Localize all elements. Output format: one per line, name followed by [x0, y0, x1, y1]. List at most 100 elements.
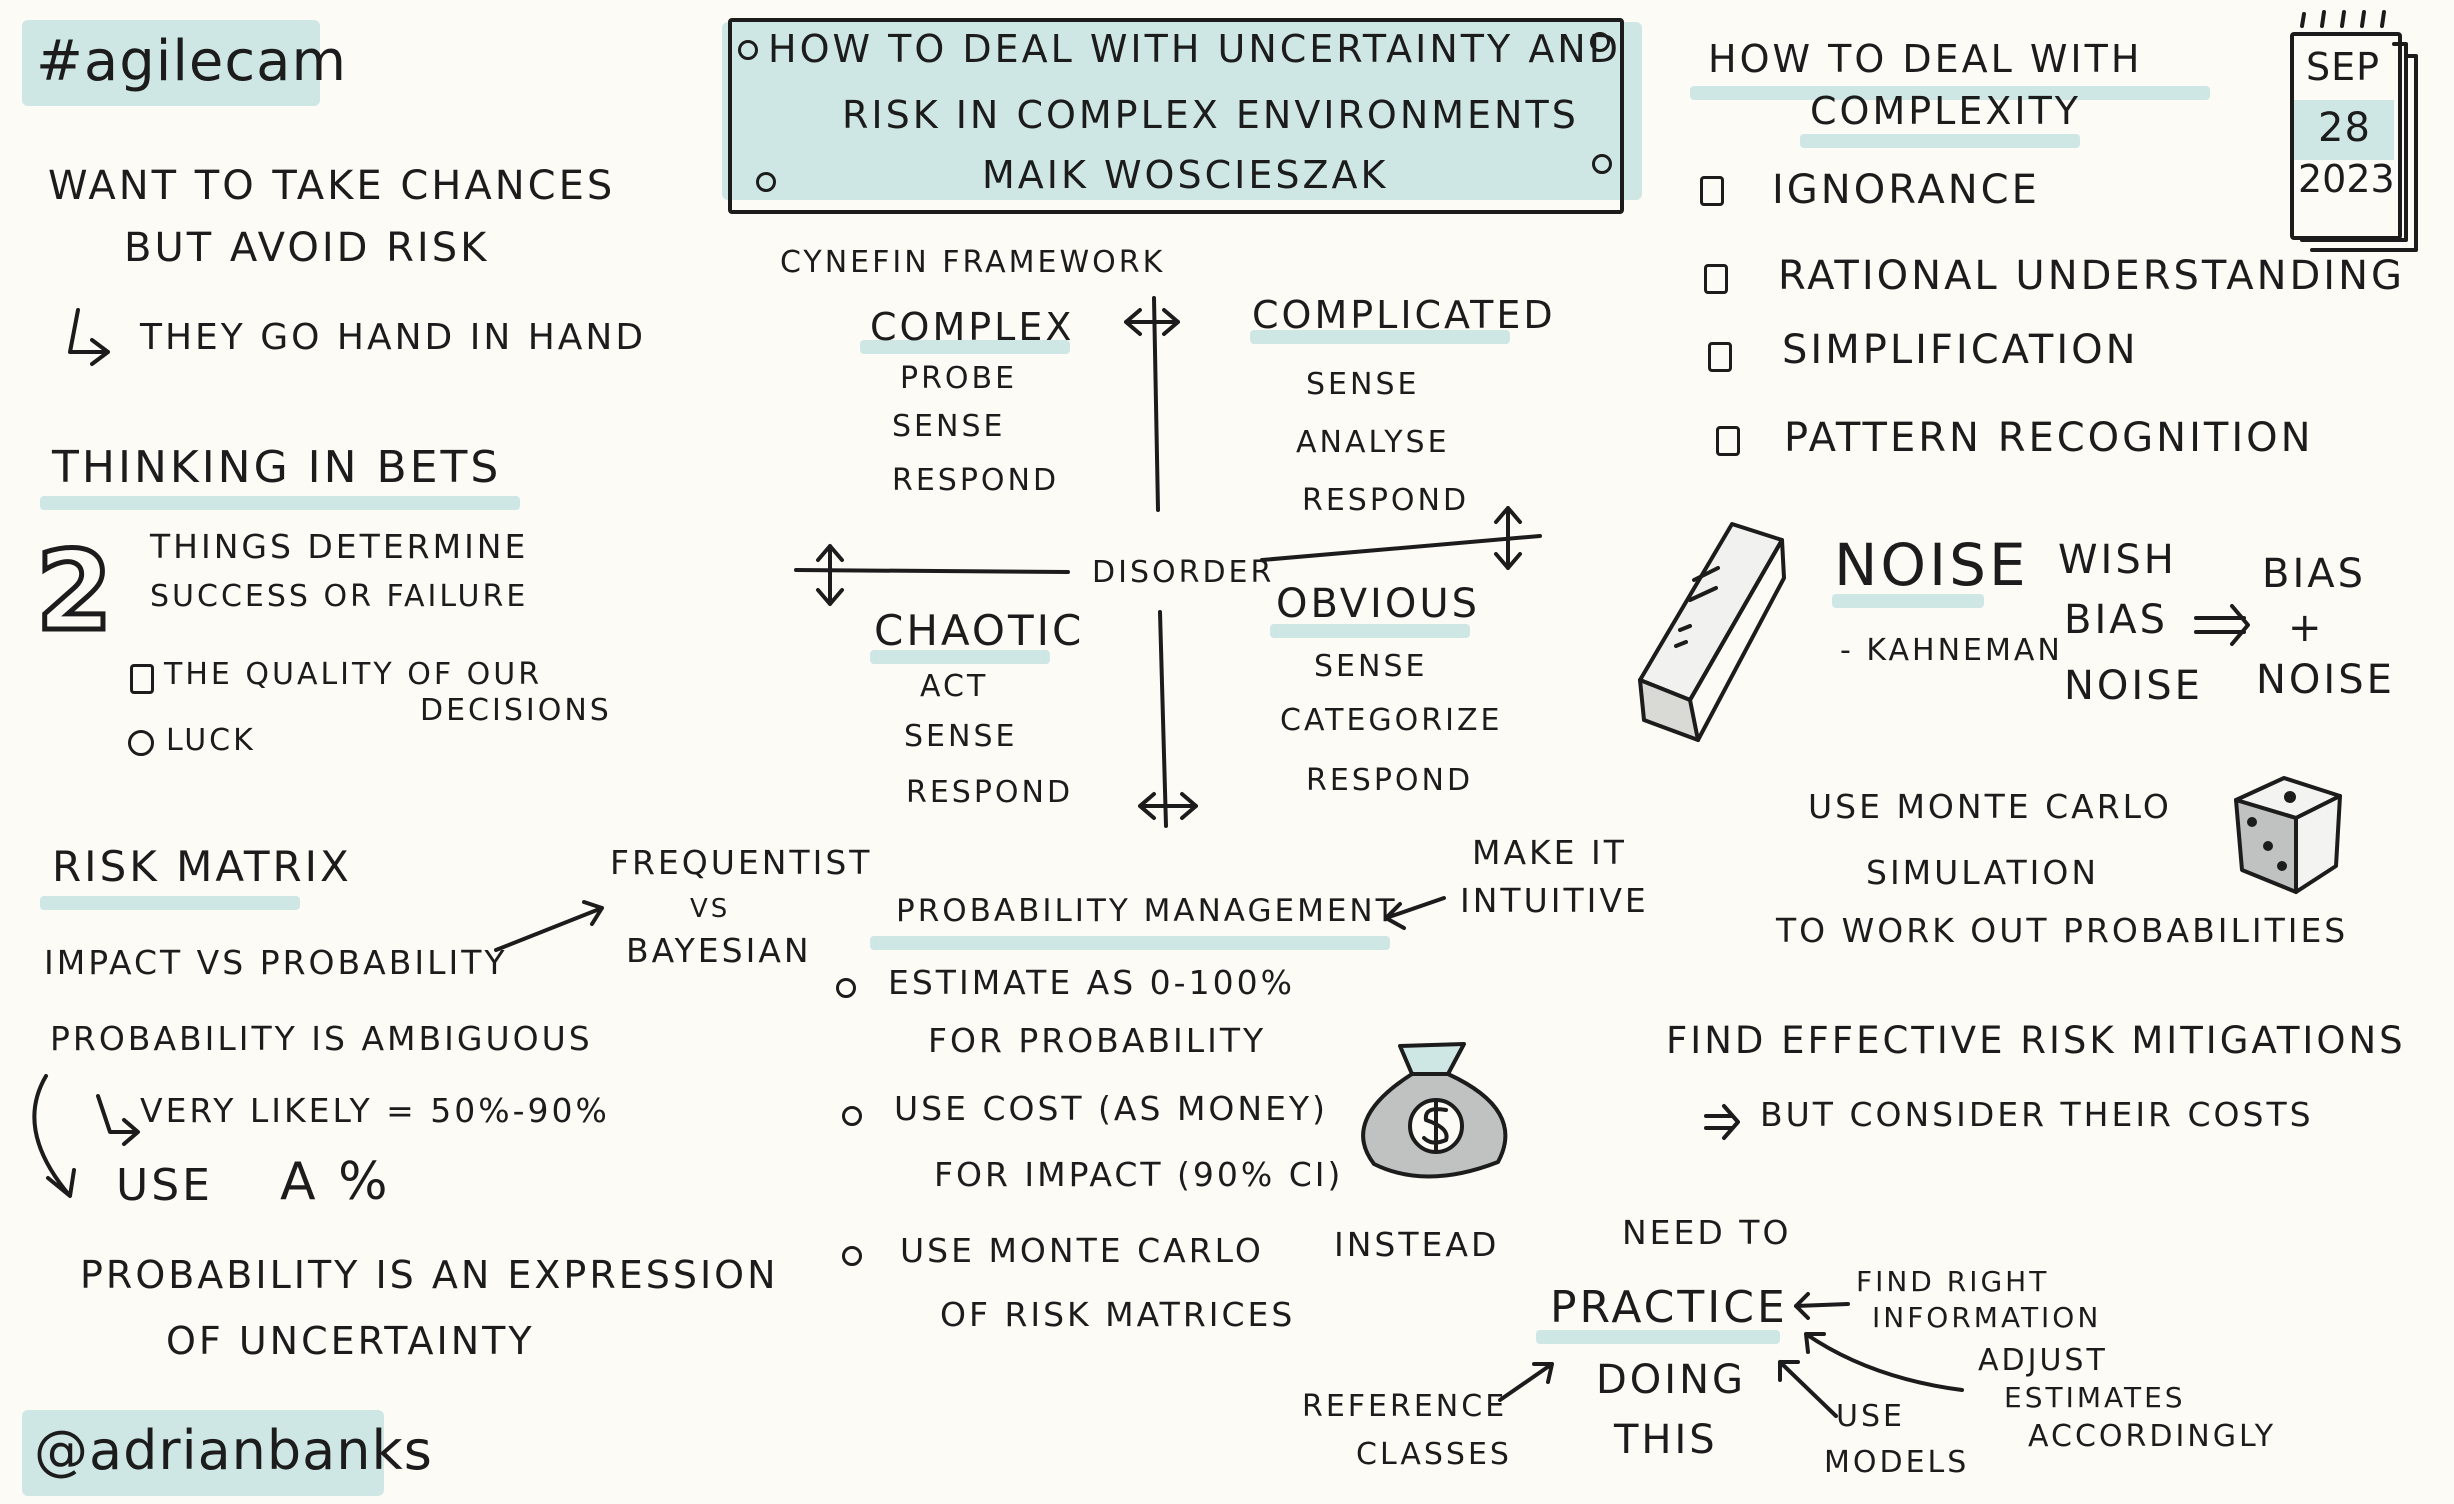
mitigation-line-2: BUT CONSIDER THEIR COSTS — [1760, 1095, 2314, 1134]
thinking-item-1b: DECISIONS — [420, 693, 612, 728]
risk-ambiguous: PROBABILITY IS AMBIGUOUS — [50, 1019, 593, 1058]
noise-wish: WISH — [2058, 537, 2177, 583]
cynefin-complex-step: PROBE — [900, 361, 1018, 396]
title-box-pin — [756, 172, 776, 192]
noise-bias-2: BIAS — [2262, 551, 2366, 597]
underline-complexity-2 — [1800, 134, 2080, 148]
title-box-pin — [1590, 32, 1610, 52]
arrow-icon — [1494, 506, 1522, 570]
intro-line-3: THEY GO HAND IN HAND — [140, 317, 647, 358]
arrow-icon — [1804, 1332, 1964, 1392]
practice-ref-1: REFERENCE — [1302, 1389, 1508, 1424]
probmgmt-item-2b: FOR IMPACT (90% CI) — [934, 1155, 1344, 1194]
big-number-2: 2 — [34, 527, 116, 655]
cynefin-vertical-axis-bottom — [1158, 610, 1168, 828]
underline-practice — [1536, 1330, 1780, 1344]
noise-title: NOISE — [1834, 531, 2029, 599]
cynefin-obvious-step: RESPOND — [1306, 763, 1474, 798]
risk-vs: VS — [690, 894, 731, 924]
event-tag: #agilecam — [36, 29, 348, 94]
risk-expression-2: OF UNCERTAINTY — [166, 1319, 535, 1363]
arrow-icon — [96, 1094, 140, 1146]
underline-obvious — [1270, 624, 1470, 638]
arrow-icon — [68, 308, 106, 354]
cynefin-obvious-title: OBVIOUS — [1276, 581, 1481, 627]
cynefin-complicated-step: RESPOND — [1302, 483, 1470, 518]
calendar-month: SEP — [2306, 45, 2381, 89]
cynefin-chaotic-step: RESPOND — [906, 775, 1074, 810]
noise-plus: + — [2288, 605, 2325, 651]
cynefin-disorder: DISORDER — [1092, 555, 1275, 590]
practice-ref-2: CLASSES — [1356, 1437, 1512, 1472]
probmgmt-heading: PROBABILITY MANAGEMENT — [896, 893, 1398, 929]
arrow-icon — [32, 1074, 76, 1198]
cynefin-chaotic-step: SENSE — [904, 719, 1018, 754]
cynefin-complicated-step: ANALYSE — [1296, 425, 1450, 460]
risk-frequentist: FREQUENTIST — [610, 843, 873, 882]
checkbox — [1700, 176, 1724, 206]
monte-carlo-line-3: TO WORK OUT PROBABILITIES — [1776, 911, 2349, 950]
underline-chaotic — [870, 650, 1050, 664]
calendar-day: 28 — [2318, 105, 2371, 151]
complexity-item: PATTERN RECOGNITION — [1784, 415, 2314, 461]
probmgmt-item-1a: ESTIMATE AS 0-100% — [888, 963, 1295, 1002]
monte-carlo-line-1: USE MONTE CARLO — [1808, 787, 2172, 826]
complexity-item: RATIONAL UNDERSTANDING — [1778, 253, 2406, 299]
cynefin-horizontal-axis-right — [1260, 534, 1542, 562]
bullet — [836, 978, 856, 998]
underline-complicated — [1250, 330, 1510, 344]
practice-adjust-2: ESTIMATES — [2004, 1381, 2186, 1414]
cynefin-obvious-step: SENSE — [1314, 649, 1428, 684]
arrow-icon — [1138, 792, 1198, 820]
cynefin-complicated-title: COMPLICATED — [1252, 293, 1556, 337]
arrow-icon — [1778, 1360, 1838, 1418]
noise-noise-2: NOISE — [2256, 657, 2395, 703]
thinking-heading: THINKING IN BETS — [52, 442, 502, 493]
probmgmt-item-1b: FOR PROBABILITY — [928, 1021, 1267, 1060]
handle-highlight — [22, 1410, 384, 1496]
complexity-item: IGNORANCE — [1772, 167, 2040, 213]
noise-author: - KAHNEMAN — [1840, 633, 2063, 668]
risk-bayesian: BAYESIAN — [626, 931, 812, 970]
underline-risk — [40, 896, 300, 910]
risk-pct: A % — [280, 1152, 391, 1212]
intro-line-1: WANT TO TAKE CHANCES — [48, 163, 616, 209]
noise-noise: NOISE — [2064, 663, 2203, 709]
cynefin-obvious-step: CATEGORIZE — [1280, 703, 1503, 738]
underline-probmgmt — [870, 936, 1390, 950]
checkbox — [130, 664, 154, 694]
book-icon — [1638, 522, 1786, 742]
talk-title-line-2: RISK IN COMPLEX ENVIRONMENTS — [842, 93, 1579, 137]
title-box-pin — [1592, 154, 1612, 174]
checkbox — [1708, 342, 1732, 372]
dice-pips — [2247, 791, 2296, 871]
cynefin-chaotic-title: CHAOTIC — [874, 606, 1085, 655]
practice-models-2: MODELS — [1824, 1445, 1970, 1480]
practice-this: THIS — [1614, 1417, 1718, 1463]
mitigation-line-1: FIND EFFECTIVE RISK MITIGATIONS — [1666, 1019, 2406, 1062]
risk-heading: RISK MATRIX — [52, 842, 352, 891]
risk-use: USE — [116, 1160, 213, 1211]
cynefin-vertical-axis-top — [1152, 296, 1160, 512]
bullet — [842, 1246, 862, 1266]
probmgmt-item-3b: INSTEAD — [1334, 1225, 1500, 1264]
cynefin-complex-title: COMPLEX — [870, 305, 1075, 349]
practice-adjust-3: ACCORDINGLY — [2028, 1419, 2277, 1454]
risk-impact: IMPACT VS PROBABILITY — [44, 943, 508, 982]
money-bag-icon — [1361, 1042, 1508, 1179]
underline-thinking — [40, 496, 520, 510]
practice-title: PRACTICE — [1550, 1282, 1788, 1333]
practice-models-1: USE — [1836, 1399, 1905, 1434]
intro-line-2: BUT AVOID RISK — [124, 225, 490, 271]
talk-speaker: MAIK WOSCIESZAK — [982, 153, 1389, 197]
arrow-icon — [1384, 896, 1446, 930]
cynefin-heading: CYNEFIN FRAMEWORK — [780, 245, 1166, 280]
practice-doing: DOING — [1596, 1357, 1746, 1403]
cynefin-chaotic-step: ACT — [920, 669, 989, 704]
thinking-line-2: SUCCESS OR FAILURE — [150, 579, 529, 614]
complexity-heading-2: COMPLEXITY — [1810, 89, 2081, 133]
title-box-pin — [738, 40, 758, 60]
underline-noise — [1832, 594, 1984, 608]
author-handle: @adrianbanks — [34, 1419, 433, 1482]
